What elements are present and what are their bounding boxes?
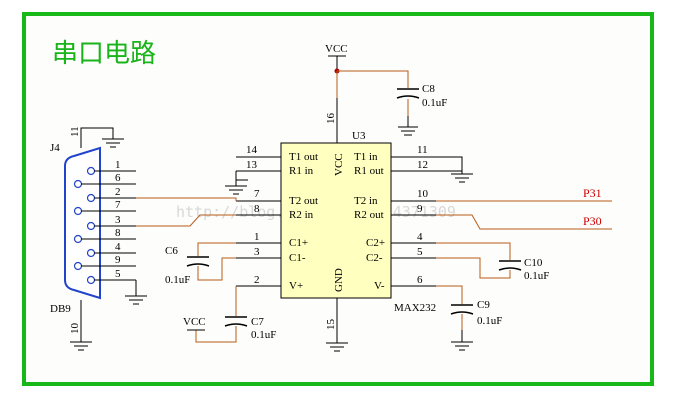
wires-uart <box>436 200 612 230</box>
ic-pin-number: 15 <box>325 319 337 331</box>
ic-pin-number: 16 <box>325 113 337 125</box>
db9-pin-numbers: 1 6 2 7 3 8 4 9 5 <box>115 159 121 280</box>
ic-left-pin-labels: T1 out R1 in T2 out R2 in C1+ C1- V+ <box>289 151 318 292</box>
ground-left-ic <box>225 171 248 195</box>
db9-pin-lines <box>81 170 136 281</box>
ic-pin-number: 7 <box>254 188 260 200</box>
ic-pin-label: R1 in <box>289 165 314 177</box>
ic-pin-number: 14 <box>246 144 258 156</box>
db9-pin-number: 1 <box>115 159 121 171</box>
db9-pin-number: 5 <box>115 268 121 280</box>
ic-pin-number: 9 <box>417 203 423 215</box>
wires-c6 <box>197 242 236 281</box>
db9-pin-bottom: 10 <box>69 323 81 335</box>
ic-pin-number: 4 <box>417 231 423 243</box>
c7-ref: C7 <box>251 316 264 328</box>
ic-pin-label: T2 out <box>289 195 318 207</box>
c6-value: 0.1uF <box>165 274 190 286</box>
ic-pin-number: 10 <box>417 188 429 200</box>
ic-pin-label: V+ <box>289 280 303 292</box>
db9-pin-number: 6 <box>115 172 121 184</box>
c10-plates <box>498 260 522 271</box>
c9-plates <box>450 304 474 315</box>
ic-pin-label: T2 in <box>354 195 378 207</box>
ic-pin-number: 13 <box>246 159 258 171</box>
db9-pin-number: 8 <box>115 227 121 239</box>
c9-ref: C9 <box>477 299 490 311</box>
ic-part: MAX232 <box>394 302 436 314</box>
ic-pin-number: 8 <box>254 203 260 215</box>
ground-db9-pin5 <box>125 280 147 305</box>
vcc-label-top: VCC <box>325 43 348 55</box>
ic-vcc-label: VCC <box>333 153 345 176</box>
c7-value: 0.1uF <box>251 329 276 341</box>
c10-value: 0.1uF <box>524 270 549 282</box>
ic-pin-label: C1- <box>289 252 306 264</box>
ic-pin-label: T1 out <box>289 151 318 163</box>
wires-db9 <box>136 197 237 227</box>
db9-pin-number: 7 <box>115 199 121 211</box>
db9-pin-number: 2 <box>115 186 121 198</box>
diagram-title: 串口电路 <box>52 39 156 69</box>
db9-pin-number: 3 <box>115 214 121 226</box>
ic-pins <box>236 98 436 343</box>
c7-plates <box>224 316 248 327</box>
vcc-label-c7: VCC <box>183 316 206 328</box>
net-p31: P31 <box>583 186 602 200</box>
ic-gnd-label: GND <box>333 268 345 292</box>
c8-value: 0.1uF <box>422 97 447 109</box>
ic-pin-label: R2 in <box>289 209 314 221</box>
c6-ref: C6 <box>165 245 178 257</box>
db9-pin-top: 11 <box>69 126 81 137</box>
ic-right-pin-labels: T1 in R1 out T2 in R2 out C2+ C2- V- <box>354 151 385 292</box>
connector-part: DB9 <box>50 303 71 315</box>
ic-pin-number: 12 <box>417 159 428 171</box>
ground-c8 <box>398 116 418 136</box>
c10-ref: C10 <box>524 257 543 269</box>
ic-pin-label: V- <box>374 280 385 292</box>
ground-db9-bottom <box>70 300 92 351</box>
wires-c10 <box>436 242 511 279</box>
ic-pin-label: R2 out <box>354 209 384 221</box>
ic-pin-label: R1 out <box>354 165 384 177</box>
wires-c8 <box>336 70 409 116</box>
c8-ref: C8 <box>422 83 435 95</box>
c6-plates <box>186 256 210 267</box>
db9-shell <box>64 146 101 300</box>
ic-pin-label: C2- <box>366 252 383 264</box>
ic-pin-number: 11 <box>417 144 428 156</box>
ic-pin-number: 3 <box>254 246 260 258</box>
c8-plates <box>396 88 420 99</box>
ic-pin-number: 1 <box>254 231 260 243</box>
ground-c9 <box>451 330 473 351</box>
ground-ic-gnd <box>326 342 348 352</box>
wires-c9 <box>436 285 463 330</box>
ic-pin-number: 5 <box>417 246 423 258</box>
ground-db9-top <box>80 127 124 148</box>
ic-pin-label: C1+ <box>289 237 308 249</box>
ground-right-ic <box>436 156 473 183</box>
ic-body <box>280 142 392 299</box>
ic-pin-label: T1 in <box>354 151 378 163</box>
c9-value: 0.1uF <box>477 315 502 327</box>
db9-pin-number: 9 <box>115 254 121 266</box>
connector-ref: J4 <box>50 142 60 154</box>
ic-ref: U3 <box>352 130 366 142</box>
db9-pin-number: 4 <box>115 241 121 253</box>
ic-pin-number: 2 <box>254 274 260 286</box>
ic-pin-label: C2+ <box>366 237 385 249</box>
ic-pin-numbers: 14 13 7 8 1 3 2 11 12 10 9 4 5 6 16 15 <box>246 113 429 331</box>
ic-pin-number: 6 <box>417 274 423 286</box>
net-p30: P30 <box>583 214 602 228</box>
wires-c7 <box>195 286 237 343</box>
